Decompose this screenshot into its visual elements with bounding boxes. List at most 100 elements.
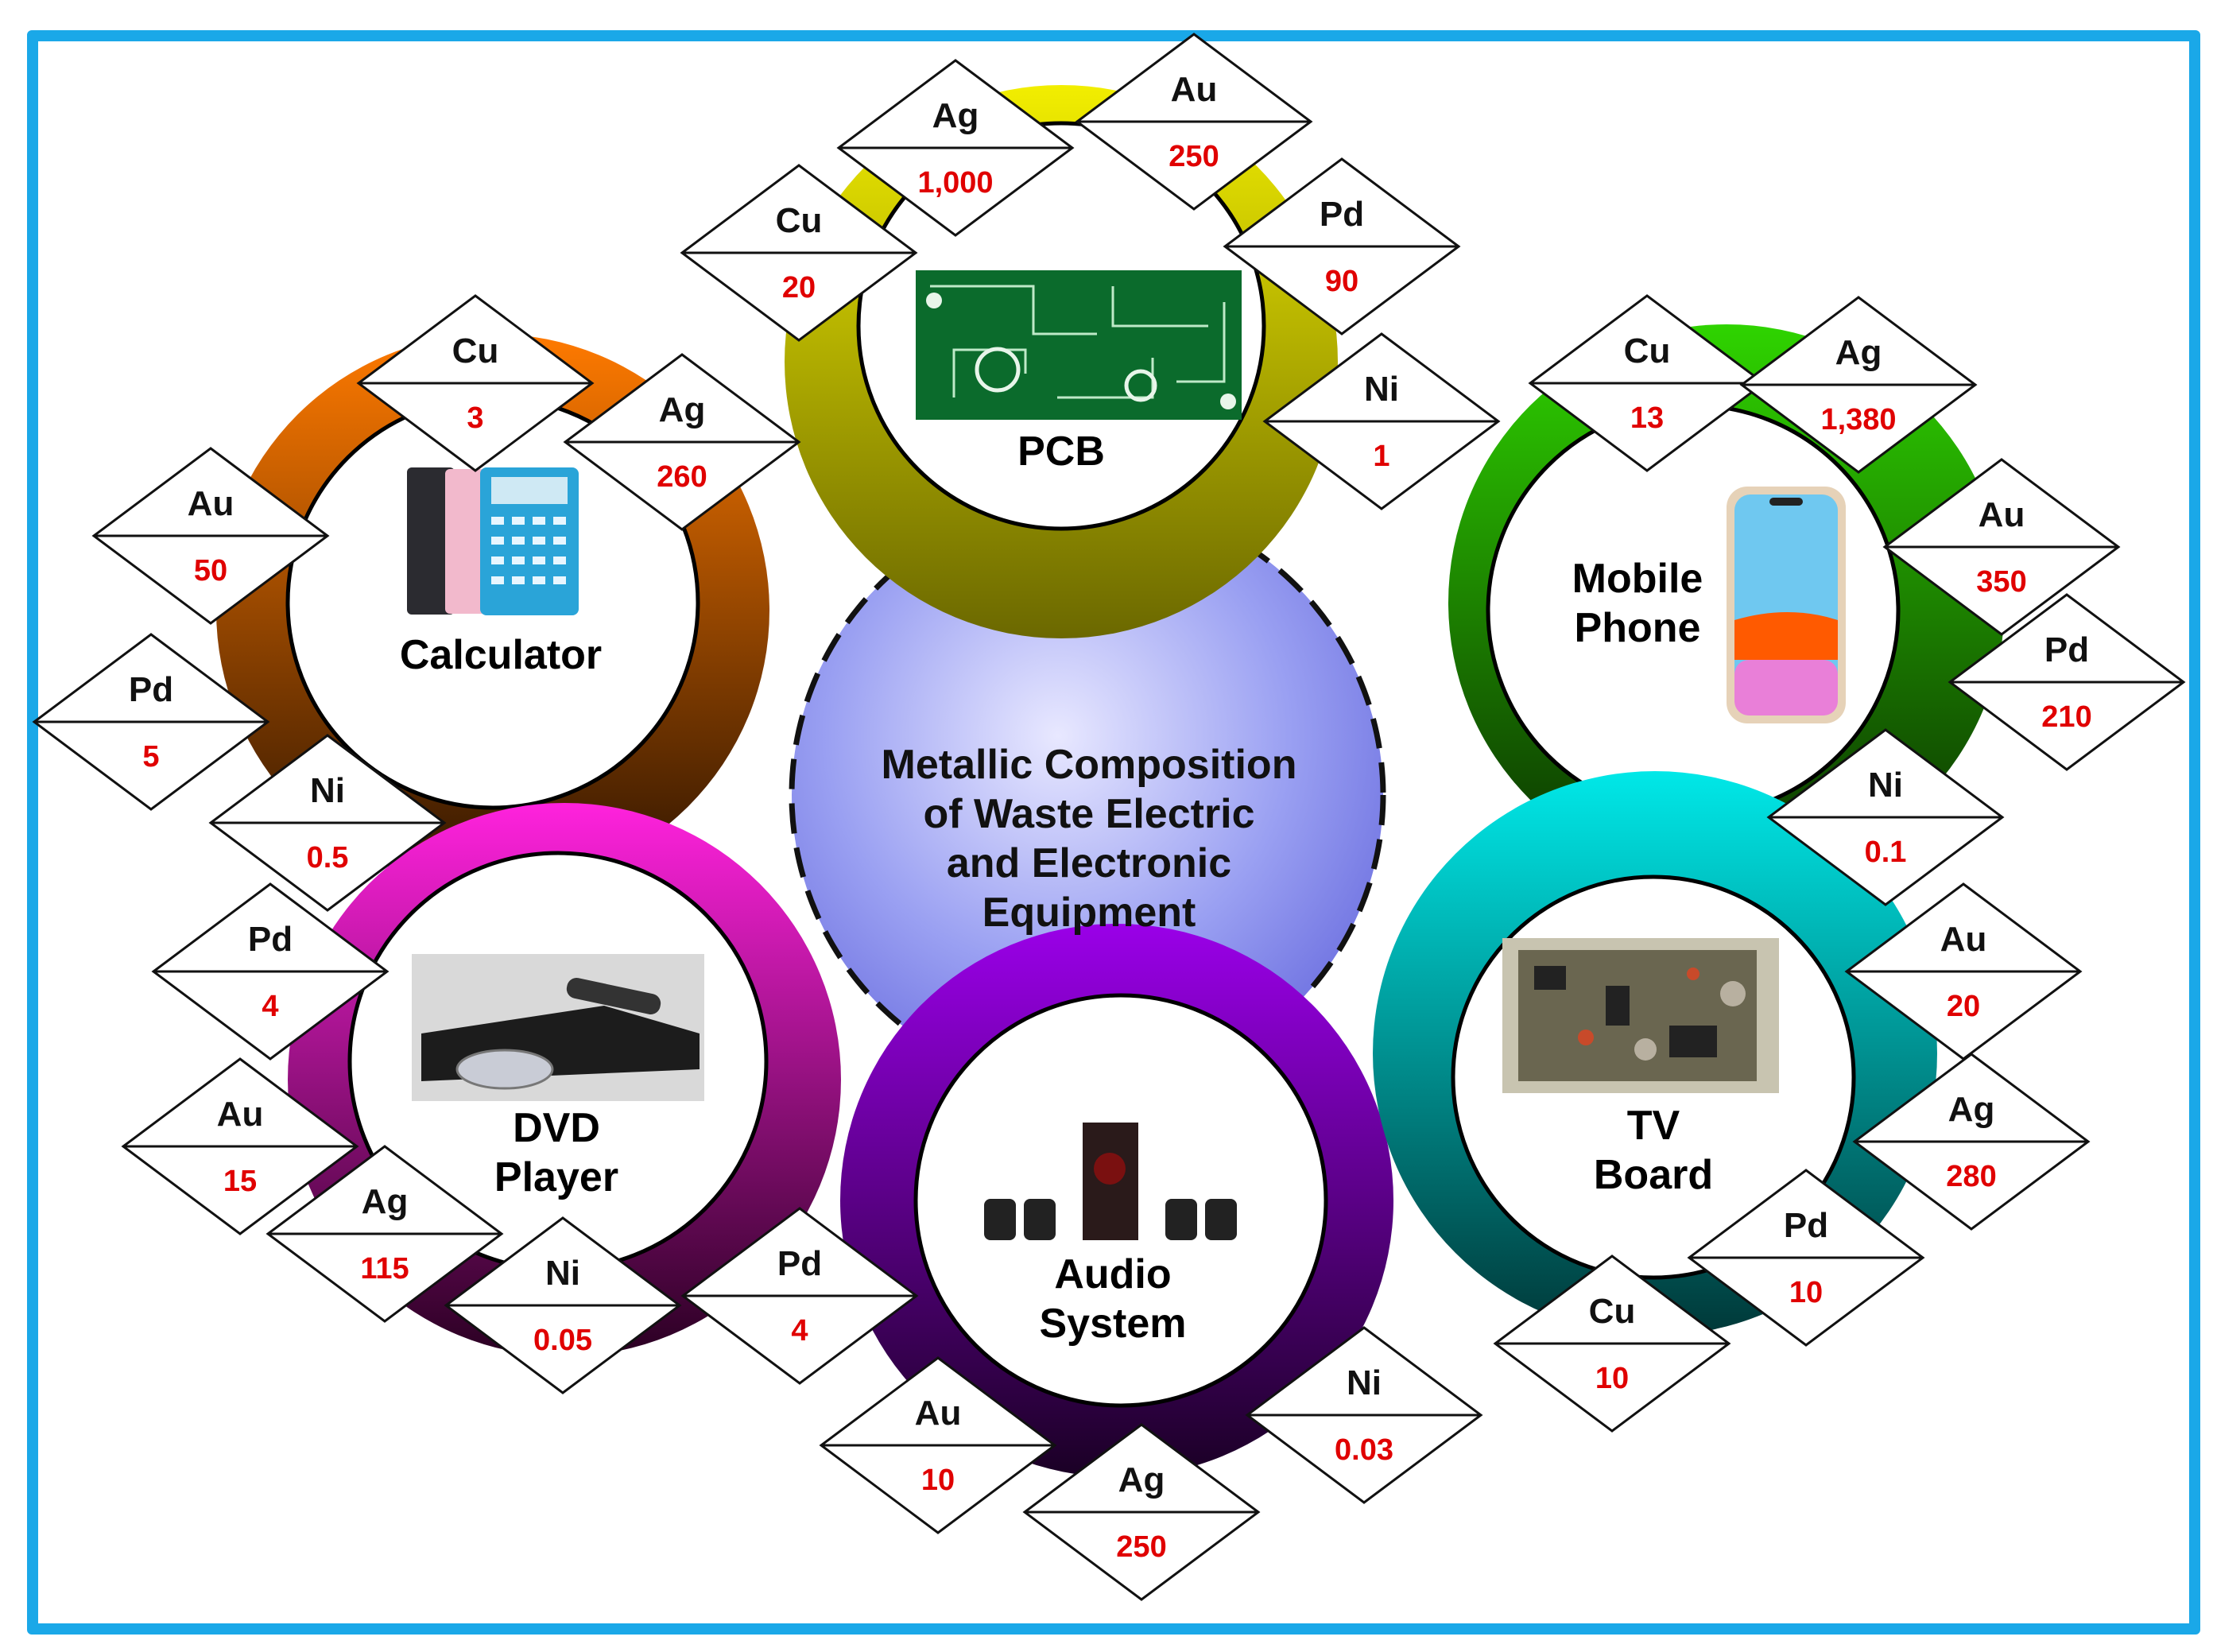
metal-symbol: Ag xyxy=(1835,333,1882,372)
metal-badge-tv-ag: Ag 280 xyxy=(1852,1053,2091,1231)
metal-value: 0.5 xyxy=(307,841,349,874)
device-label-audio-line-1: Audio xyxy=(1054,1251,1172,1297)
metal-symbol: Au xyxy=(915,1394,962,1433)
center-title-line-1: Metallic Composition xyxy=(881,742,1297,788)
metal-badge-pcb-au: Au 250 xyxy=(1075,33,1313,211)
metal-value: 20 xyxy=(1947,990,1980,1023)
metal-value: 10 xyxy=(1789,1276,1823,1309)
metal-value: 1 xyxy=(1373,440,1389,473)
diagram-frame xyxy=(27,30,2200,1635)
metal-value: 4 xyxy=(262,990,278,1023)
device-label-calculator-line-1: Calculator xyxy=(399,632,603,678)
metal-badge-dvd-au: Au 15 xyxy=(121,1057,359,1235)
metal-badge-tv-pd: Pd 10 xyxy=(1687,1169,1925,1347)
metal-badge-pcb-ni: Ni1 xyxy=(1262,332,1501,510)
metal-value: 1,380 xyxy=(1820,403,1896,436)
device-label-mobile-line-1: Mobile xyxy=(1572,556,1703,602)
metal-symbol: Au xyxy=(1979,495,2025,534)
metal-symbol: Ni xyxy=(1868,766,1903,805)
metal-badge-calculator-cu: Cu3 xyxy=(356,294,595,472)
metal-symbol: Pd xyxy=(2044,630,2089,669)
metal-symbol: Au xyxy=(1940,920,1987,959)
metal-symbol: Pd xyxy=(1320,195,1364,234)
metal-badge-mobile-au: Au 350 xyxy=(1882,458,2121,636)
device-label-audio: Audio System xyxy=(994,1250,1232,1348)
metal-symbol: Cu xyxy=(776,201,823,240)
metal-badge-audio-pd: Pd 4 xyxy=(680,1207,919,1385)
tv-board-icon xyxy=(1502,938,1779,1093)
metal-symbol: Cu xyxy=(452,332,499,370)
metal-badge-audio-au: Au 10 xyxy=(819,1356,1057,1534)
mobile-phone-icon xyxy=(1727,487,1846,723)
metal-value: 115 xyxy=(360,1252,409,1286)
metal-value: 5 xyxy=(142,740,159,774)
metal-badge-tv-cu: Cu 10 xyxy=(1493,1255,1731,1433)
metal-symbol: Au xyxy=(1171,70,1218,109)
metal-badge-calculator-ag: Ag 260 xyxy=(563,353,801,531)
metal-badge-mobile-ni: Ni 0.1 xyxy=(1766,728,2005,906)
device-label-audio-line-2: System xyxy=(1039,1301,1187,1347)
center-title: Metallic Composition of Waste Electric a… xyxy=(787,727,1391,950)
metal-symbol: Ag xyxy=(1948,1090,1995,1129)
metal-value: 280 xyxy=(1946,1160,1996,1193)
metal-badge-pcb-pd: Pd 90 xyxy=(1223,157,1461,335)
metal-symbol: Ni xyxy=(545,1254,580,1293)
metal-value: 4 xyxy=(791,1314,808,1348)
metal-symbol: Ni xyxy=(310,771,345,810)
metal-badge-mobile-cu: Cu 13 xyxy=(1528,294,1766,472)
device-label-mobile: Mobile Phone xyxy=(1534,554,1741,653)
metal-badge-pcb-ag: Ag 1,000 xyxy=(836,59,1075,237)
metal-symbol: Ag xyxy=(362,1182,409,1221)
speaker-system-icon xyxy=(984,1123,1237,1240)
metal-badge-dvd-pd: Pd 4 xyxy=(151,882,390,1061)
metal-symbol: Cu xyxy=(1624,332,1671,370)
metal-value: 1,000 xyxy=(917,166,993,200)
metal-value: 250 xyxy=(1169,140,1219,173)
device-label-dvd-line-1: DVD xyxy=(513,1105,600,1151)
metal-value: 15 xyxy=(223,1165,257,1198)
metal-symbol: Pd xyxy=(1784,1206,1828,1245)
device-label-tv-line-2: Board xyxy=(1593,1152,1714,1198)
metal-symbol: Ag xyxy=(932,96,979,135)
metal-value: 0.1 xyxy=(1865,836,1907,869)
metal-symbol: Ag xyxy=(1118,1460,1165,1499)
metal-symbol: Cu xyxy=(1589,1292,1636,1331)
metal-symbol: Ni xyxy=(1347,1363,1382,1402)
metal-symbol: Pd xyxy=(777,1244,822,1283)
metal-value: 90 xyxy=(1325,265,1358,298)
metal-badge-dvd-ag: Ag 115 xyxy=(265,1145,504,1323)
metal-symbol: Au xyxy=(217,1095,264,1134)
circuit-board-icon xyxy=(916,270,1242,420)
metal-badge-dvd-ni: Ni 0.05 xyxy=(444,1216,682,1394)
device-label-tv: TV Board xyxy=(1542,1101,1765,1200)
device-label-calculator: Calculator xyxy=(350,630,652,680)
device-label-pcb-line-1: PCB xyxy=(1017,429,1105,475)
metal-value: 210 xyxy=(2041,700,2091,734)
metal-value: 13 xyxy=(1630,401,1664,435)
device-label-tv-line-1: TV xyxy=(1626,1103,1680,1149)
center-title-line-2: of Waste Electric xyxy=(923,791,1255,837)
metal-value: 10 xyxy=(921,1464,955,1497)
metal-badge-audio-ni: Ni 0.03 xyxy=(1245,1326,1483,1504)
metal-value: 0.03 xyxy=(1335,1433,1393,1467)
device-label-dvd-line-2: Player xyxy=(494,1154,619,1200)
device-label-pcb: PCB xyxy=(942,427,1180,476)
metal-badge-mobile-pd: Pd 210 xyxy=(1948,593,2186,771)
metal-symbol: Au xyxy=(188,484,234,523)
metal-badge-calculator-ni: Ni 0.5 xyxy=(208,734,447,912)
device-label-mobile-line-2: Phone xyxy=(1574,605,1701,651)
metal-value: 250 xyxy=(1116,1530,1166,1564)
metal-value: 10 xyxy=(1595,1362,1629,1395)
metal-value: 0.05 xyxy=(533,1324,592,1357)
metal-value: 260 xyxy=(657,460,707,494)
center-title-line-4: Equipment xyxy=(982,890,1196,936)
metal-badge-mobile-ag: Ag 1,380 xyxy=(1739,296,1978,474)
metal-symbol: Ag xyxy=(659,390,706,429)
device-label-dvd: DVD Player xyxy=(461,1103,652,1202)
metal-value: 350 xyxy=(1976,565,2026,599)
metal-symbol: Pd xyxy=(129,670,173,709)
metal-symbol: Pd xyxy=(248,920,293,959)
